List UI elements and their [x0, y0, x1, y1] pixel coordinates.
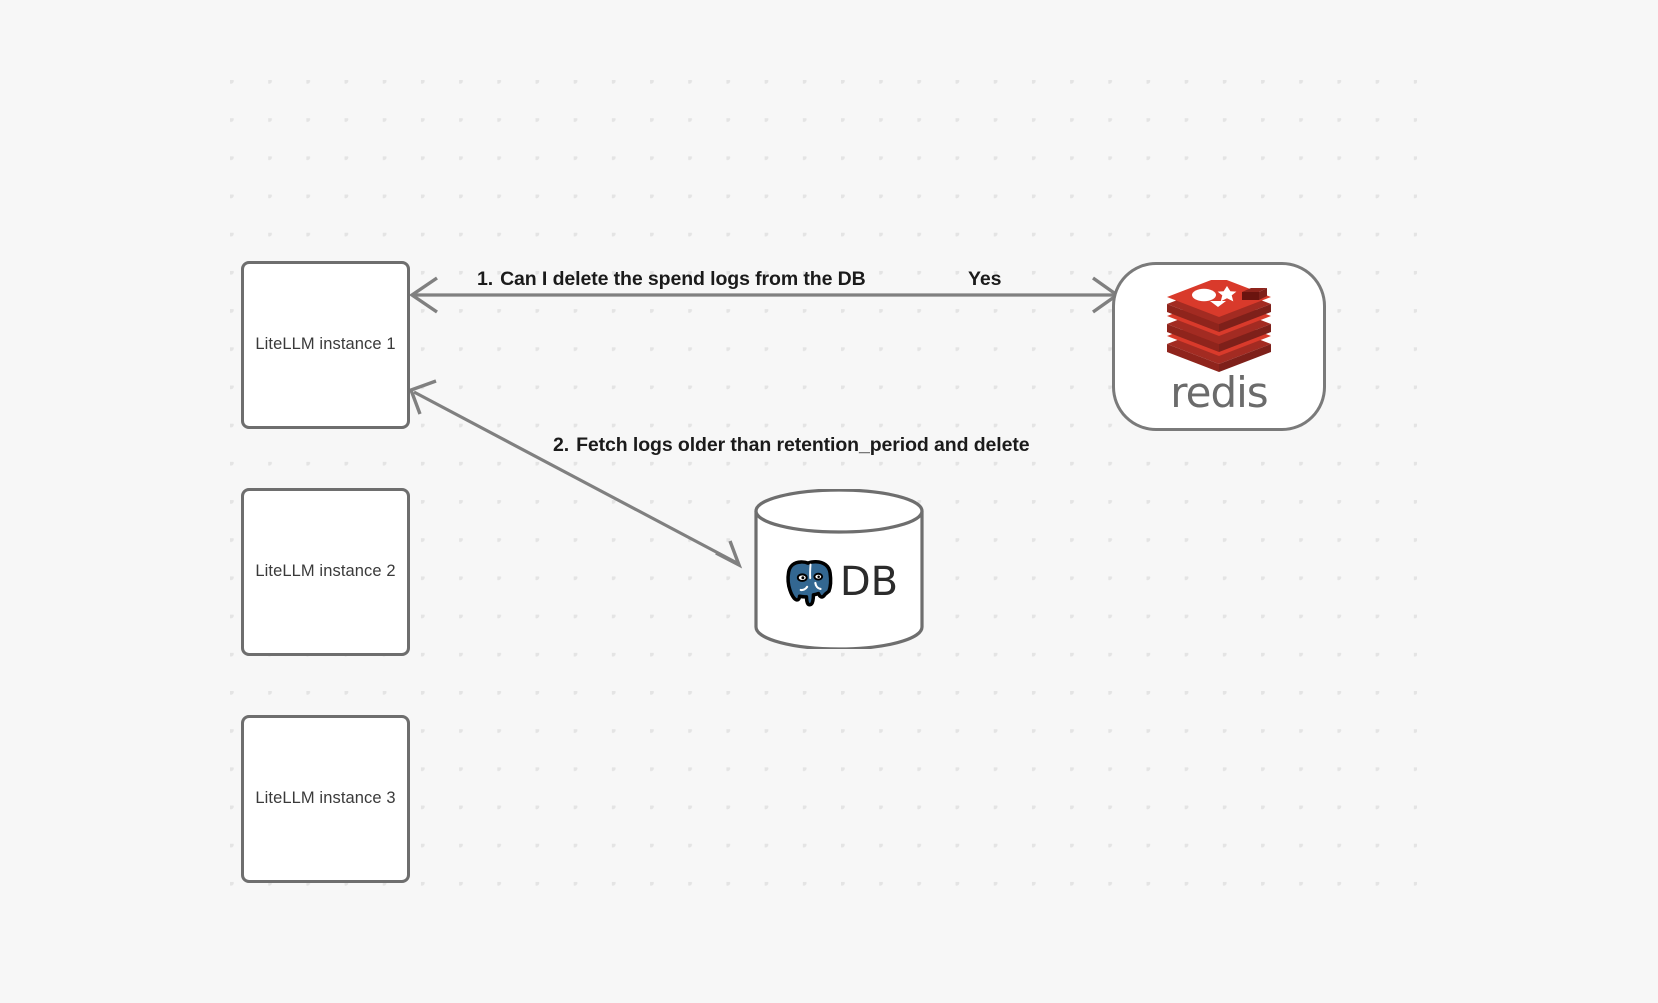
node-db[interactable]: DB	[753, 489, 925, 649]
node-redis[interactable]: redis	[1112, 262, 1326, 431]
node-litellm-instance-2[interactable]: LiteLLM instance 2	[241, 488, 410, 656]
redis-wordmark: redis	[1170, 367, 1268, 417]
postgresql-elephant-icon	[786, 560, 833, 607]
edge-2-line	[408, 379, 743, 569]
edge-2-label: 2. Fetch logs older than retention_period…	[553, 434, 1030, 457]
edge-2-arrowhead-right	[715, 540, 743, 569]
edge-1-label: 1. Can I delete the spend logs from the D…	[477, 268, 866, 291]
edge-2-number: 2.	[553, 434, 570, 456]
redis-logo-wrap: redis	[1115, 265, 1323, 428]
redis-logo-icon	[1167, 279, 1271, 372]
node-litellm-instance-2-label: LiteLLM instance 2	[255, 562, 396, 581]
edge-1-number: 1.	[477, 268, 494, 290]
node-litellm-instance-3[interactable]: LiteLLM instance 3	[241, 715, 410, 883]
edge-1-text: Can I delete the spend logs from the DB	[500, 268, 866, 290]
edge-1-reply-label: Yes	[968, 268, 1002, 290]
db-logo-row: DB	[753, 551, 925, 613]
db-label: DB	[839, 559, 899, 605]
db-cylinder-shape	[754, 489, 924, 649]
node-litellm-instance-1[interactable]: LiteLLM instance 1	[241, 261, 410, 429]
edge-2-text: Fetch logs older than retention_period a…	[576, 434, 1030, 456]
edge-2-arrowhead-left	[408, 379, 437, 415]
node-litellm-instance-3-label: LiteLLM instance 3	[255, 789, 396, 808]
edge-1-arrowhead-left	[408, 276, 438, 314]
node-litellm-instance-1-label: LiteLLM instance 1	[255, 335, 396, 354]
